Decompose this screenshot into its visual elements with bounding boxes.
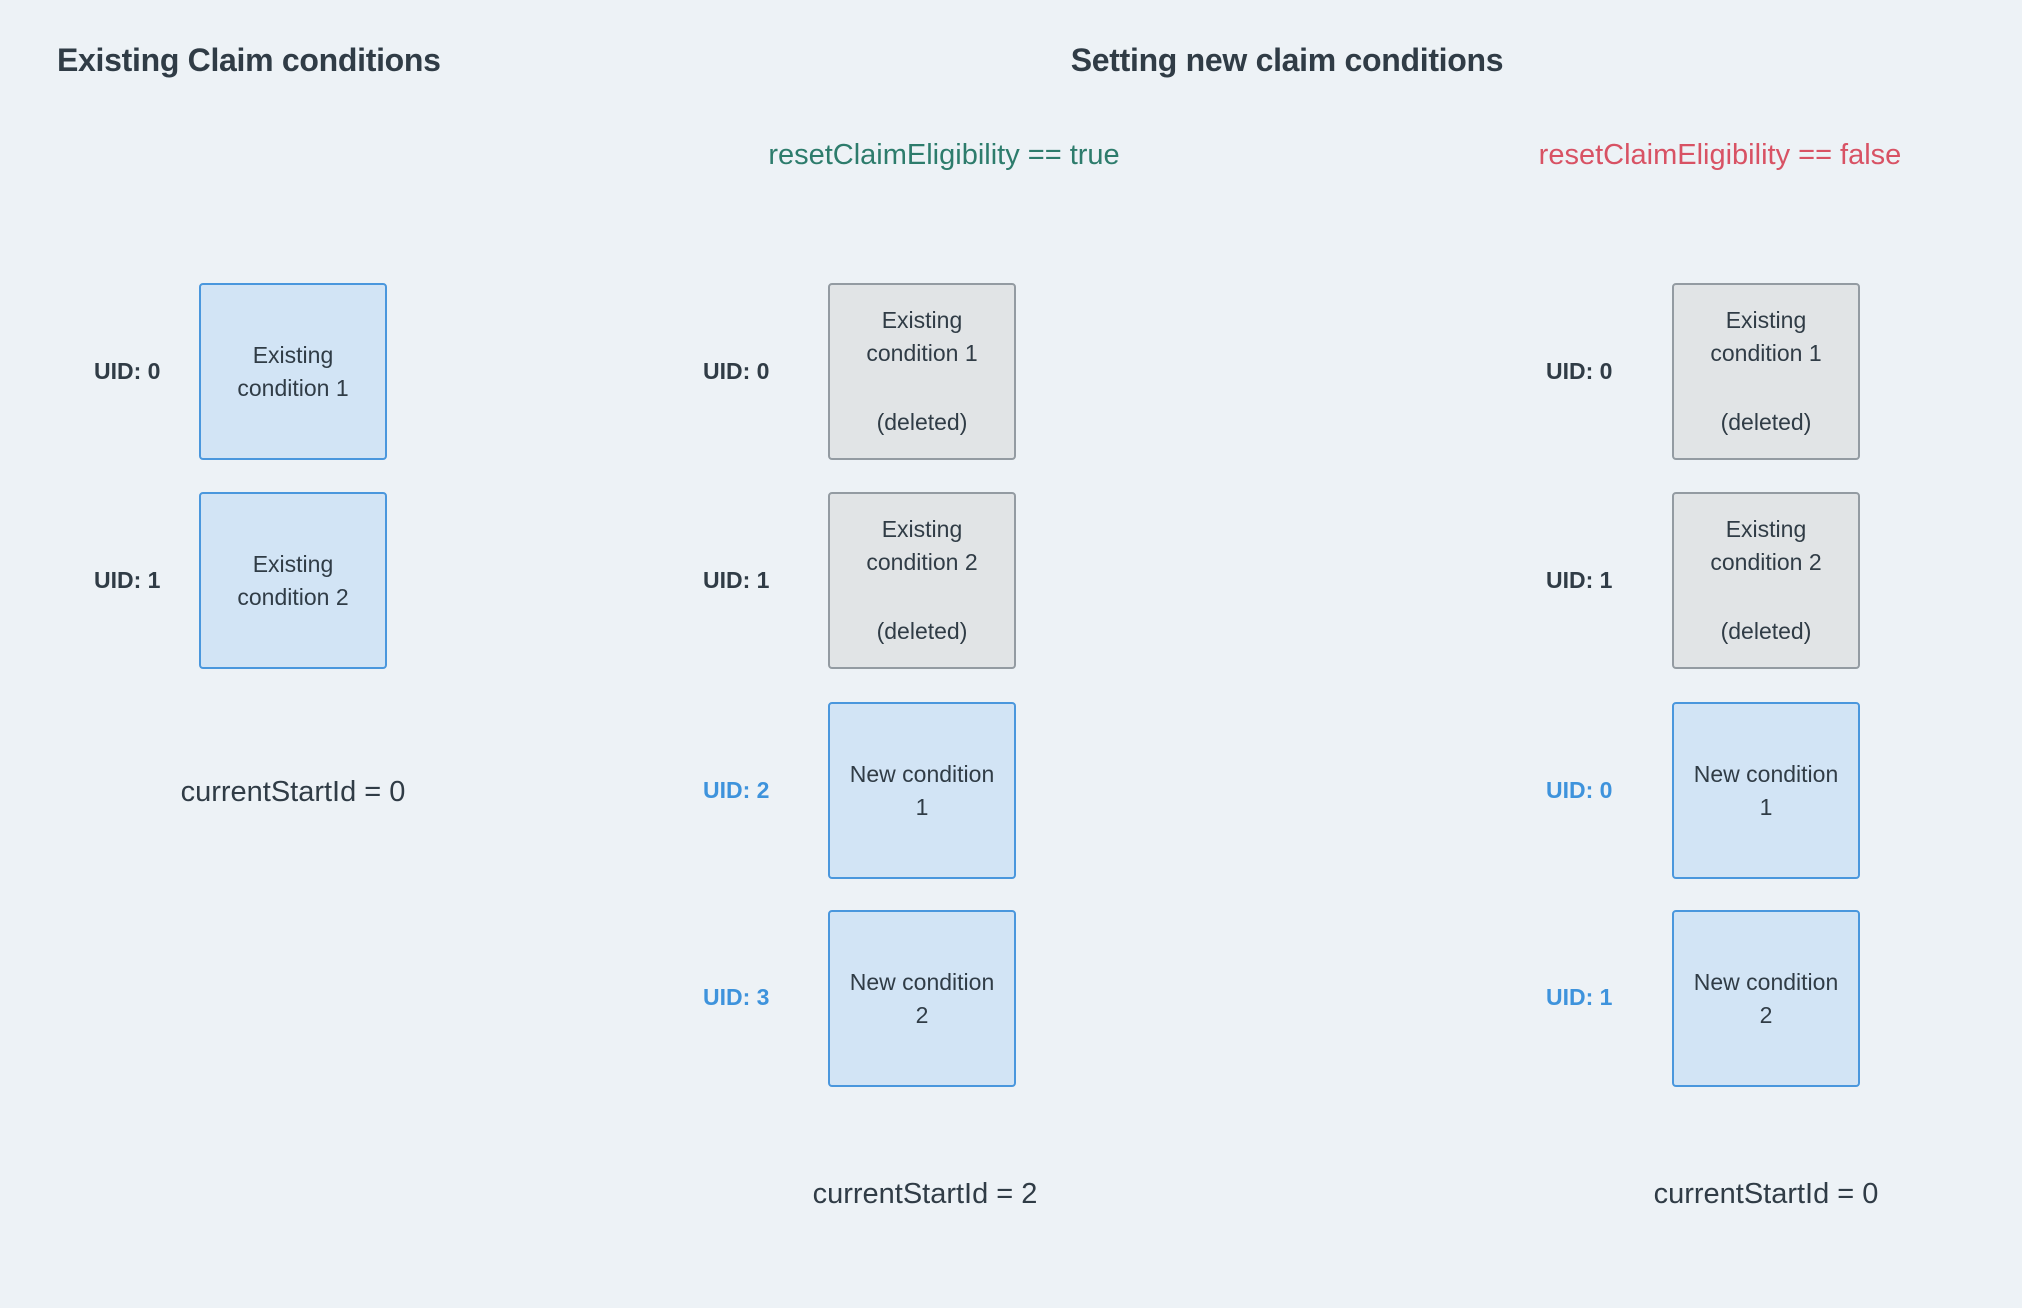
uid-label: UID: 0 [1546,358,1613,384]
condition-text: condition 2 [237,583,349,610]
new-condition-box: New condition 2 [1672,910,1860,1087]
condition-text: New condition [849,760,995,787]
current-start-id-false: currentStartId = 0 [1653,1178,1879,1210]
uid-label-new: UID: 0 [1546,777,1613,803]
deleted-condition-box: Existing condition 2 (deleted) [828,492,1016,669]
setting-new-claim-conditions-title: Setting new claim conditions [1070,42,1504,78]
deleted-condition-box: Existing condition 1 (deleted) [1672,283,1860,460]
reset-claim-eligibility-true-label: resetClaimEligibility == true [768,139,1120,171]
condition-text: 2 [915,1001,929,1028]
condition-text: Existing [1725,307,1807,333]
condition-text: New condition [849,968,995,995]
current-start-id-left: currentStartId = 0 [180,776,406,808]
new-condition-box: New condition 1 [828,702,1016,879]
uid-label-new: UID: 2 [703,777,770,803]
current-start-id-true: currentStartId = 2 [812,1178,1038,1210]
uid-label: UID: 1 [703,567,770,593]
deleted-note: (deleted) [876,409,968,435]
new-condition-box: New condition 1 [1672,702,1860,879]
condition-text: 1 [915,793,929,820]
condition-text: New condition [1693,760,1839,787]
condition-text: condition 1 [1710,340,1822,366]
condition-text: condition 1 [237,374,349,401]
uid-label-new: UID: 3 [703,984,770,1010]
uid-label: UID: 1 [1546,567,1613,593]
existing-claim-conditions-title: Existing Claim conditions [57,42,441,78]
condition-text: Existing [252,550,334,577]
condition-text: Existing [881,307,963,333]
deleted-condition-box: Existing condition 2 (deleted) [1672,492,1860,669]
condition-text: 2 [1759,1001,1773,1028]
condition-text: Existing [881,516,963,542]
uid-label-new: UID: 1 [1546,984,1613,1010]
condition-text: condition 1 [866,340,978,366]
condition-text: condition 2 [1710,549,1822,575]
existing-condition-box: Existing condition 1 [199,283,387,460]
deleted-note: (deleted) [1720,618,1812,644]
reset-claim-eligibility-false-label: resetClaimEligibility == false [1538,139,1902,171]
condition-text: condition 2 [866,549,978,575]
condition-text: Existing [252,341,334,368]
deleted-note: (deleted) [876,618,968,644]
new-condition-box: New condition 2 [828,910,1016,1087]
condition-text: Existing [1725,516,1807,542]
condition-text: 1 [1759,793,1773,820]
condition-text: New condition [1693,968,1839,995]
uid-label: UID: 1 [94,567,161,593]
deleted-condition-box: Existing condition 1 (deleted) [828,283,1016,460]
existing-condition-box: Existing condition 2 [199,492,387,669]
uid-label: UID: 0 [703,358,770,384]
uid-label: UID: 0 [94,358,161,384]
deleted-note: (deleted) [1720,409,1812,435]
